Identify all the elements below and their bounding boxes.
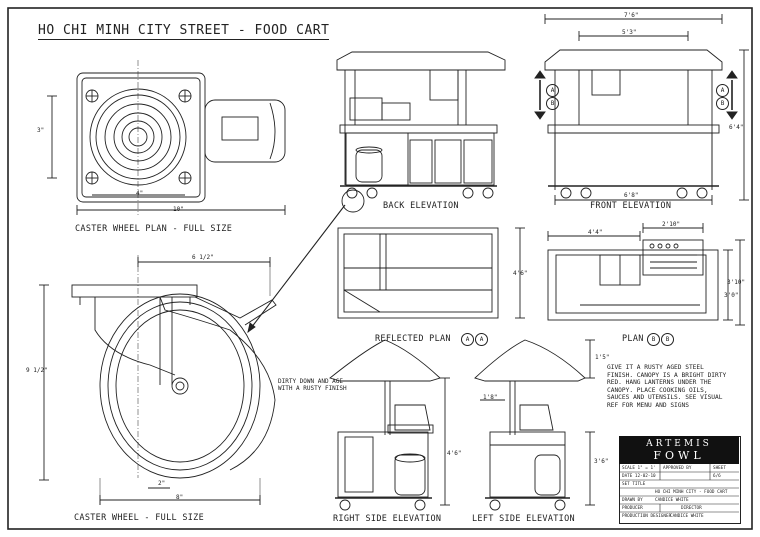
- wheel-finish-note: DIRTY DOWN AND AGE WITH A RUSTY FINISH: [278, 378, 347, 392]
- tb-sheet-no: 6/6: [713, 474, 721, 479]
- section-marker-b: B: [546, 97, 559, 110]
- section-marker-b: B: [661, 333, 674, 346]
- dim-side-3-6: 3'6": [594, 458, 609, 465]
- dim-caster-3in: 3": [37, 127, 45, 134]
- tb-approved: APPROVED BY: [663, 466, 692, 471]
- dim-wheel-2in: 2": [158, 480, 166, 487]
- dim-front-5-3: 5'3": [622, 29, 637, 36]
- right-side-elevation-drawing: [329, 339, 450, 511]
- caster-wheel-label: CASTER WHEEL - FULL SIZE: [74, 513, 205, 523]
- sheet-border: [7, 7, 753, 530]
- title-block-brand: ARTEMIS FOWL: [619, 436, 739, 464]
- caster-plan-label: CASTER WHEEL PLAN - FULL SIZE: [75, 224, 233, 234]
- tb-sheet: SHEET: [713, 466, 726, 471]
- tb-drawn-label: DRAWN BY: [622, 498, 643, 503]
- tb-prod-designer-label: PRODUCTION DESIGNER: [622, 514, 672, 519]
- dim-front-6-4: 6'4": [729, 124, 744, 131]
- section-marker-a: A: [546, 84, 559, 97]
- left-side-elevation-drawing: [474, 339, 595, 511]
- brand-line-2: FOWL: [653, 449, 705, 462]
- right-side-elevation-label: RIGHT SIDE ELEVATION: [333, 514, 442, 524]
- front-elevation-label: FRONT ELEVATION: [590, 201, 672, 211]
- section-marker-a: A: [716, 84, 729, 97]
- dim-plan-4-4: 4'4": [588, 229, 603, 236]
- dim-side-1-8: 1'8": [483, 394, 498, 401]
- dim-wheel-9-5: 9 1/2": [26, 367, 48, 374]
- section-marker-a: A: [461, 333, 474, 346]
- dim-refl-4-6: 4'6": [513, 270, 528, 277]
- tb-date: DATE 12-02-10: [622, 474, 656, 479]
- tb-producer: PRODUCER: [622, 506, 643, 511]
- section-marker-b: B: [716, 97, 729, 110]
- dim-caster-4in: 4": [136, 190, 144, 197]
- tb-set-title-label: SET TITLE: [622, 482, 646, 487]
- dim-side-1-5: 1'5": [595, 354, 610, 361]
- reflected-plan-label: REFLECTED PLAN: [375, 334, 451, 344]
- dim-plan-3-0: 3'0": [724, 292, 739, 299]
- dim-wheel-6-5: 6 1/2": [192, 254, 214, 261]
- back-elevation-label: BACK ELEVATION: [383, 201, 459, 211]
- tb-scale: SCALE 1" = 1': [622, 466, 656, 471]
- left-side-elevation-label: LEFT SIDE ELEVATION: [472, 514, 575, 524]
- reflected-plan-drawing: [337, 227, 525, 319]
- brand-line-1: ARTEMIS: [646, 439, 712, 449]
- dim-plan-3-10: 3'10": [727, 279, 746, 286]
- dim-side-4-6: 4'6": [447, 450, 462, 457]
- back-elevation-drawing: [336, 51, 506, 199]
- dim-front-6-8: 6'8": [624, 192, 639, 199]
- front-elevation-drawing: [534, 14, 749, 205]
- tb-director: DIRECTOR: [681, 506, 702, 511]
- tb-prod-designer: CANDICE WHITE: [670, 514, 704, 519]
- caster-wheel-drawing: [39, 189, 365, 505]
- section-marker-b: B: [647, 333, 660, 346]
- plan-drawing: [547, 223, 745, 326]
- title-block-grid: [619, 464, 739, 513]
- general-note: GIVE IT A RUSTY AGED STEEL FINISH. CANOP…: [607, 364, 727, 409]
- plan-label: PLAN: [622, 334, 644, 344]
- dim-plan-2-10: 2'10": [662, 221, 681, 228]
- caster-plan-drawing: [47, 60, 286, 215]
- dim-wheel-8in: 8": [176, 494, 184, 501]
- sheet-title: HO CHI MINH CITY STREET - FOOD CART: [38, 23, 330, 40]
- tb-set-title: HO CHI MINH CITY - FOOD CART: [655, 490, 728, 495]
- dim-front-7-6: 7'6": [624, 12, 639, 19]
- section-marker-a: A: [475, 333, 488, 346]
- dim-caster-10in: 10": [173, 206, 184, 213]
- tb-drawn-by: CANDICE WHITE: [655, 498, 689, 503]
